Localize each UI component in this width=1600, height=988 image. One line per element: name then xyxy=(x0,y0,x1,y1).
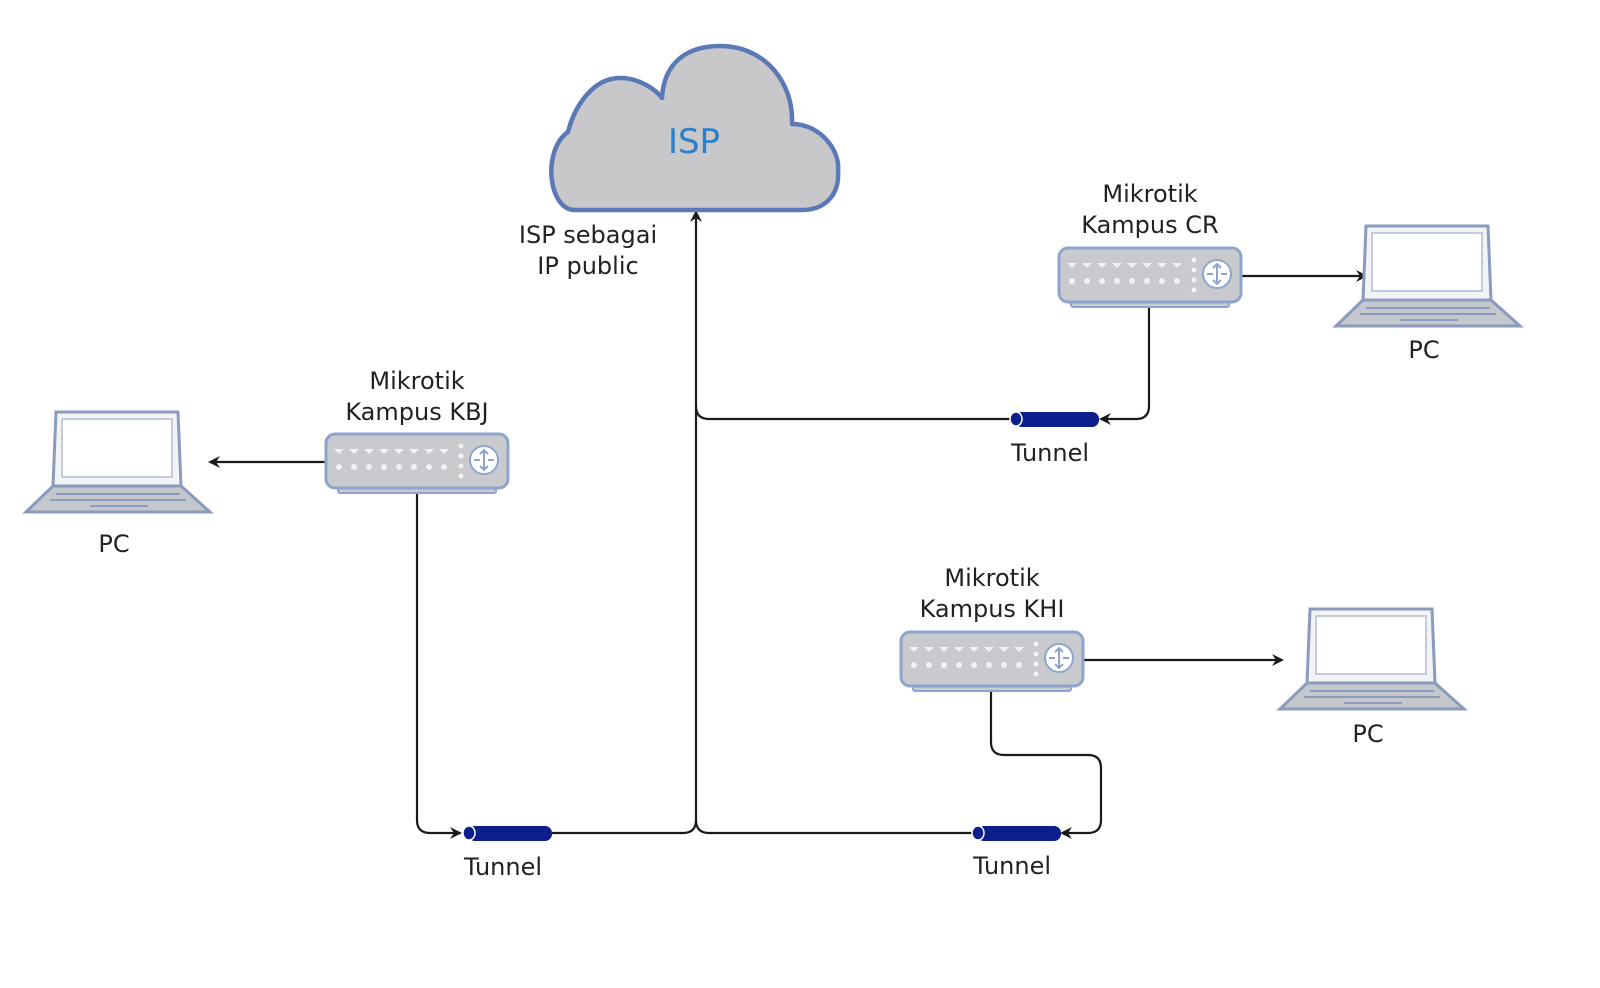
pc-khi-label: PC xyxy=(1352,720,1384,748)
router-cr-icon xyxy=(1057,246,1243,309)
isp-label: ISP xyxy=(667,122,721,162)
router-khi-icon xyxy=(899,630,1085,693)
router-kbj-label-line2: Kampus KBJ xyxy=(345,398,489,426)
link-tunnel-khi-to-backbone xyxy=(694,819,972,835)
router-khi-label: Mikrotik Kampus KHI xyxy=(901,563,1083,625)
pc-cr-laptop-icon xyxy=(1334,224,1522,328)
router-cr-label-line2: Kampus CR xyxy=(1081,211,1219,239)
tunnel-cr xyxy=(1009,411,1099,427)
link-tunnel-kbj-to-isp xyxy=(552,210,702,835)
tunnel-kbj xyxy=(462,825,552,841)
isp-caption-line2: IP public xyxy=(537,252,639,280)
isp-caption: ISP sebagai IP public xyxy=(508,220,668,282)
tunnel-kbj-label: Tunnel xyxy=(463,853,543,881)
link-cr-router-to-tunnel xyxy=(1099,304,1151,425)
router-cr-label: Mikrotik Kampus CR xyxy=(1059,179,1241,241)
pc-cr-label: PC xyxy=(1408,336,1440,364)
pc-kbj-label: PC xyxy=(98,530,130,558)
tunnel-khi xyxy=(971,825,1061,841)
router-kbj-icon xyxy=(324,432,510,495)
router-kbj-label: Mikrotik Kampus KBJ xyxy=(326,366,508,428)
link-kbj-router-to-tunnel xyxy=(415,490,462,839)
link-tunnel-cr-to-backbone xyxy=(694,405,1010,421)
tunnel-cr-label: Tunnel xyxy=(1010,439,1090,467)
link-khi-router-to-tunnel xyxy=(989,687,1103,839)
pc-khi-laptop-icon xyxy=(1278,607,1466,711)
router-cr-label-line1: Mikrotik xyxy=(1102,180,1198,208)
isp-caption-line1: ISP sebagai xyxy=(518,221,658,249)
tunnel-khi-label: Tunnel xyxy=(972,852,1052,880)
pc-kbj-laptop-icon xyxy=(24,410,212,514)
router-khi-label-line1: Mikrotik xyxy=(944,564,1040,592)
router-kbj-label-line1: Mikrotik xyxy=(369,367,465,395)
router-khi-label-line2: Kampus KHI xyxy=(919,595,1065,623)
isp-cloud xyxy=(549,43,841,213)
